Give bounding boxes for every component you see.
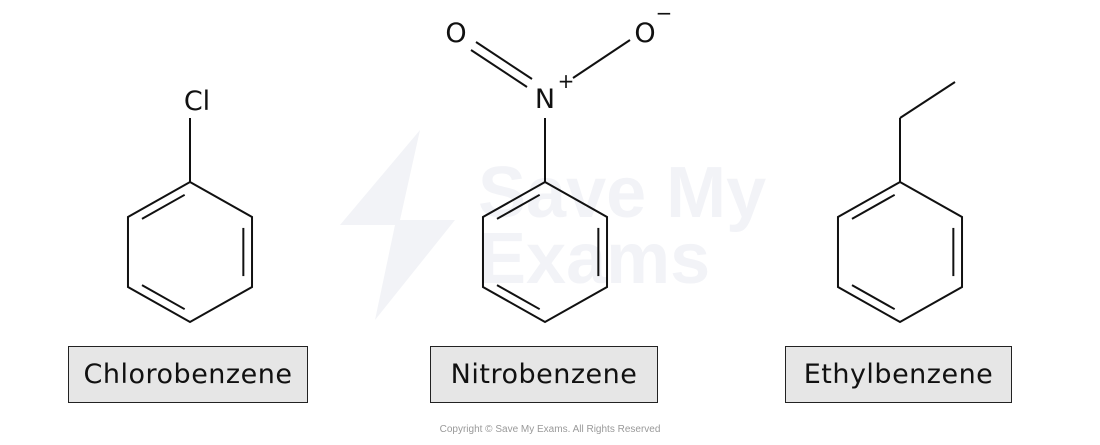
benzene-ring (481, 180, 609, 324)
benzene-ring (126, 180, 254, 324)
ring-double-bond (141, 284, 186, 311)
ring-double-bond (851, 193, 896, 220)
ring-double-bond (851, 284, 896, 311)
benzene-ring (836, 180, 964, 324)
label-nitrobenzene: Nitrobenzene (430, 346, 658, 403)
n-o-double-bond (470, 49, 528, 88)
o-atom: O (445, 18, 466, 49)
copyright: Copyright © Save My Exams. All Rights Re… (439, 424, 661, 435)
ethyl-ch3-bond (899, 81, 956, 119)
label-chlorobenzene: Chlorobenzene (68, 346, 308, 403)
n-o-single-bond (572, 39, 631, 79)
n-charge: + (558, 69, 575, 93)
o-atom-anion: O (634, 18, 655, 49)
ring-double-bond (141, 193, 186, 220)
ring-double-bond (496, 284, 541, 311)
n-o-double-bond (475, 41, 533, 80)
cl-atom: Cl (184, 86, 210, 117)
label-ethylbenzene: Ethylbenzene (785, 346, 1012, 403)
o-charge: − (656, 1, 673, 25)
n-atom: N (535, 84, 555, 115)
ring-double-bond (496, 193, 541, 220)
watermark-logo (340, 130, 455, 320)
